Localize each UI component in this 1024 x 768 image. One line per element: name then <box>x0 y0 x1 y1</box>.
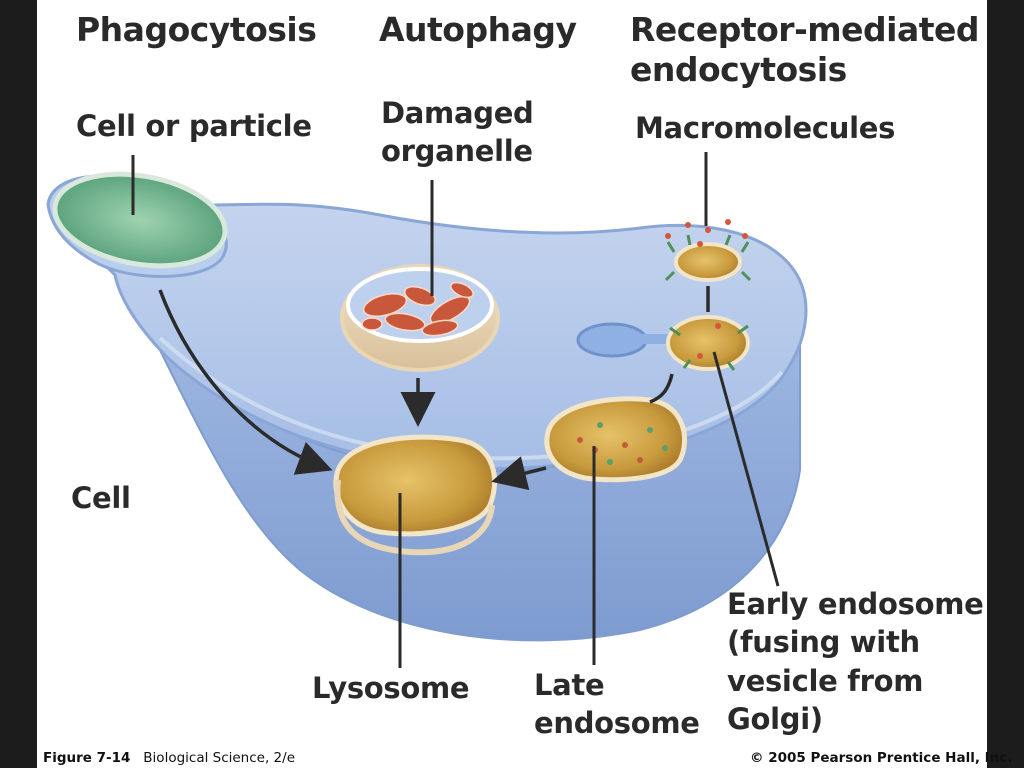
label-cell-or-particle: Cell or particle <box>76 109 312 143</box>
label-golgi: Golgi) <box>727 702 823 736</box>
label-organelle: organelle <box>381 134 533 168</box>
label-lysosome: Lysosome <box>312 671 470 705</box>
receptors <box>664 234 752 371</box>
cell-or-particle <box>52 171 228 269</box>
label-macromolecules: Macromolecules <box>635 111 896 145</box>
early-endosome <box>666 315 750 371</box>
arrow-late-to-lysosome <box>491 456 547 491</box>
vesicle-neck <box>640 334 670 344</box>
macromolecule-dots <box>665 219 748 359</box>
heading-phagocytosis: Phagocytosis <box>76 10 317 49</box>
label-early-endosome: Early endosome <box>727 587 984 621</box>
golgi-vesicle <box>576 322 648 358</box>
late-endosome <box>544 396 688 483</box>
heading-endocytosis: endocytosis <box>630 50 847 89</box>
label-late: Late <box>534 668 605 702</box>
footer-left: Figure 7-14 Biological Science, 2/e <box>43 750 295 766</box>
label-damaged: Damaged <box>381 96 534 130</box>
label-cell: Cell <box>71 481 131 515</box>
leader-lines <box>131 152 780 668</box>
coated-pit <box>674 242 742 282</box>
heading-receptor-mediated: Receptor-mediated <box>630 10 980 49</box>
label-endosome: endosome <box>534 706 700 740</box>
figure-number: Figure 7-14 <box>43 750 131 766</box>
pathway-links <box>649 286 710 404</box>
damaged-organelle <box>361 281 474 337</box>
label-fusing-with: (fusing with <box>727 625 920 659</box>
lysosome-rim <box>334 479 495 556</box>
book-title: Biological Science, 2/e <box>143 750 295 766</box>
lysosome <box>333 434 498 537</box>
copyright: © 2005 Pearson Prentice Hall, Inc. <box>750 750 1013 766</box>
arrow-particle-to-lysosome <box>158 289 333 475</box>
heading-autophagy: Autophagy <box>379 10 577 49</box>
label-vesicle-from: vesicle from <box>727 664 924 698</box>
pathway-arrows <box>158 289 547 491</box>
